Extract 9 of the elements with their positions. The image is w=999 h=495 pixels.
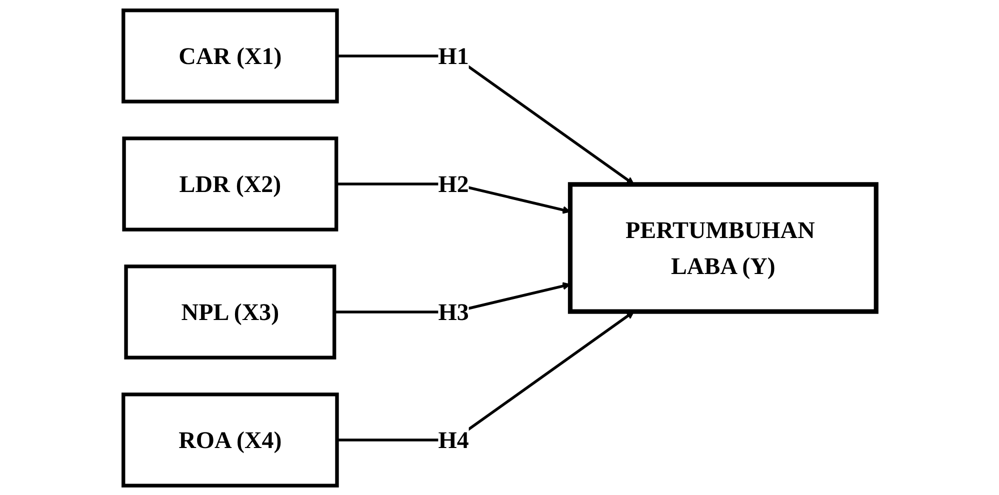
node-box: ROA (X4) <box>121 392 339 487</box>
edge-label: H2 <box>438 170 469 197</box>
edge-label: H1 <box>438 42 469 69</box>
node-box: LDR (X2) <box>122 136 338 231</box>
edge-label: H3 <box>438 298 469 325</box>
edge-label: H4 <box>438 426 469 453</box>
node-box: NPL (X3) <box>124 264 336 359</box>
node-box: CAR (X1) <box>121 8 339 103</box>
node-box: PERTUMBUHAN LABA (Y) <box>568 182 878 314</box>
